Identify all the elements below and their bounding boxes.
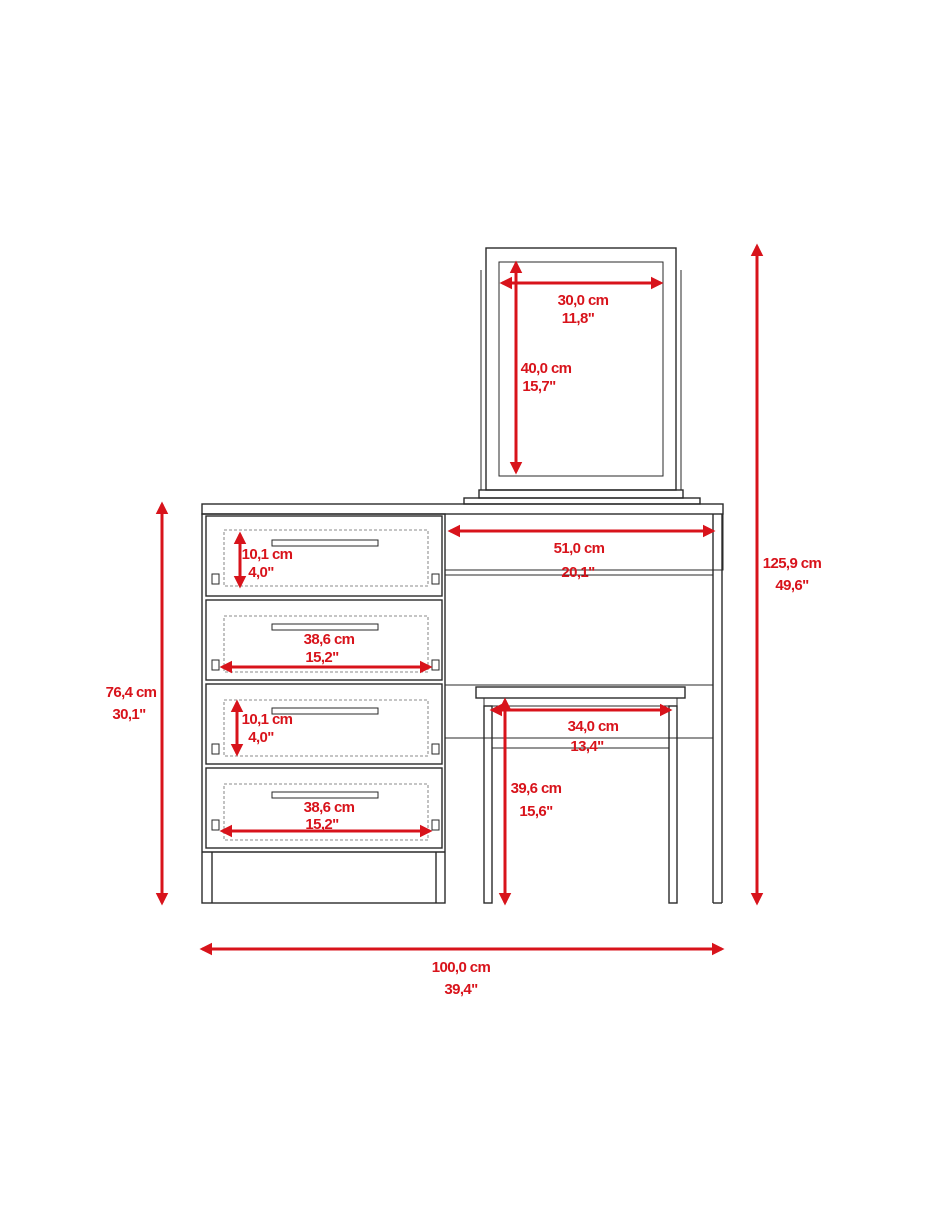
- table-height-cm: 76,4 cm: [106, 684, 157, 701]
- drawer4-width-in: 15,2": [305, 816, 339, 833]
- drawer-4: [205, 767, 443, 849]
- mirror-height-in: 15,7": [522, 378, 556, 395]
- stool-width-cm: 34,0 cm: [568, 718, 619, 735]
- total-height-cm: 125,9 cm: [763, 555, 822, 572]
- tabletop: [201, 503, 724, 515]
- drawer2-width-in: 15,2": [305, 649, 339, 666]
- drawer-1: [205, 515, 443, 597]
- stool: [475, 686, 686, 904]
- drawer-cabinet: [201, 513, 446, 904]
- furniture-outline: [201, 247, 724, 904]
- total-width-in: 39,4": [444, 981, 478, 998]
- mirror-width-cm: 30,0 cm: [558, 292, 609, 309]
- drawer1-height-cm: 10,1 cm: [242, 546, 293, 563]
- drawer2-width-cm: 38,6 cm: [304, 631, 355, 648]
- total-height-in: 49,6": [775, 577, 809, 594]
- dimension-arrows: [155, 243, 764, 956]
- total-width-cm: 100,0 cm: [432, 959, 491, 976]
- stool-height-in: 15,6": [519, 803, 553, 820]
- stool-width-in: 13,4": [570, 738, 604, 755]
- mirror: [463, 247, 701, 505]
- drawer3-height-cm: 10,1 cm: [242, 711, 293, 728]
- drawer3-height-in: 4,0": [248, 729, 274, 746]
- stool-height-cm: 39,6 cm: [511, 780, 562, 797]
- desk-width-cm: 51,0 cm: [554, 540, 605, 557]
- dimension-labels: 30,0 cm 11,8" 40,0 cm 15,7" 125,9 cm 49,…: [106, 292, 823, 998]
- mirror-height-cm: 40,0 cm: [521, 360, 572, 377]
- desk-section: [444, 513, 724, 904]
- drawer-3: [205, 683, 443, 765]
- drawer1-height-in: 4,0": [248, 564, 274, 581]
- mirror-width-in: 11,8": [562, 310, 595, 327]
- table-height-in: 30,1": [112, 706, 146, 723]
- drawer4-width-cm: 38,6 cm: [304, 799, 355, 816]
- desk-width-in: 20,1": [561, 564, 595, 581]
